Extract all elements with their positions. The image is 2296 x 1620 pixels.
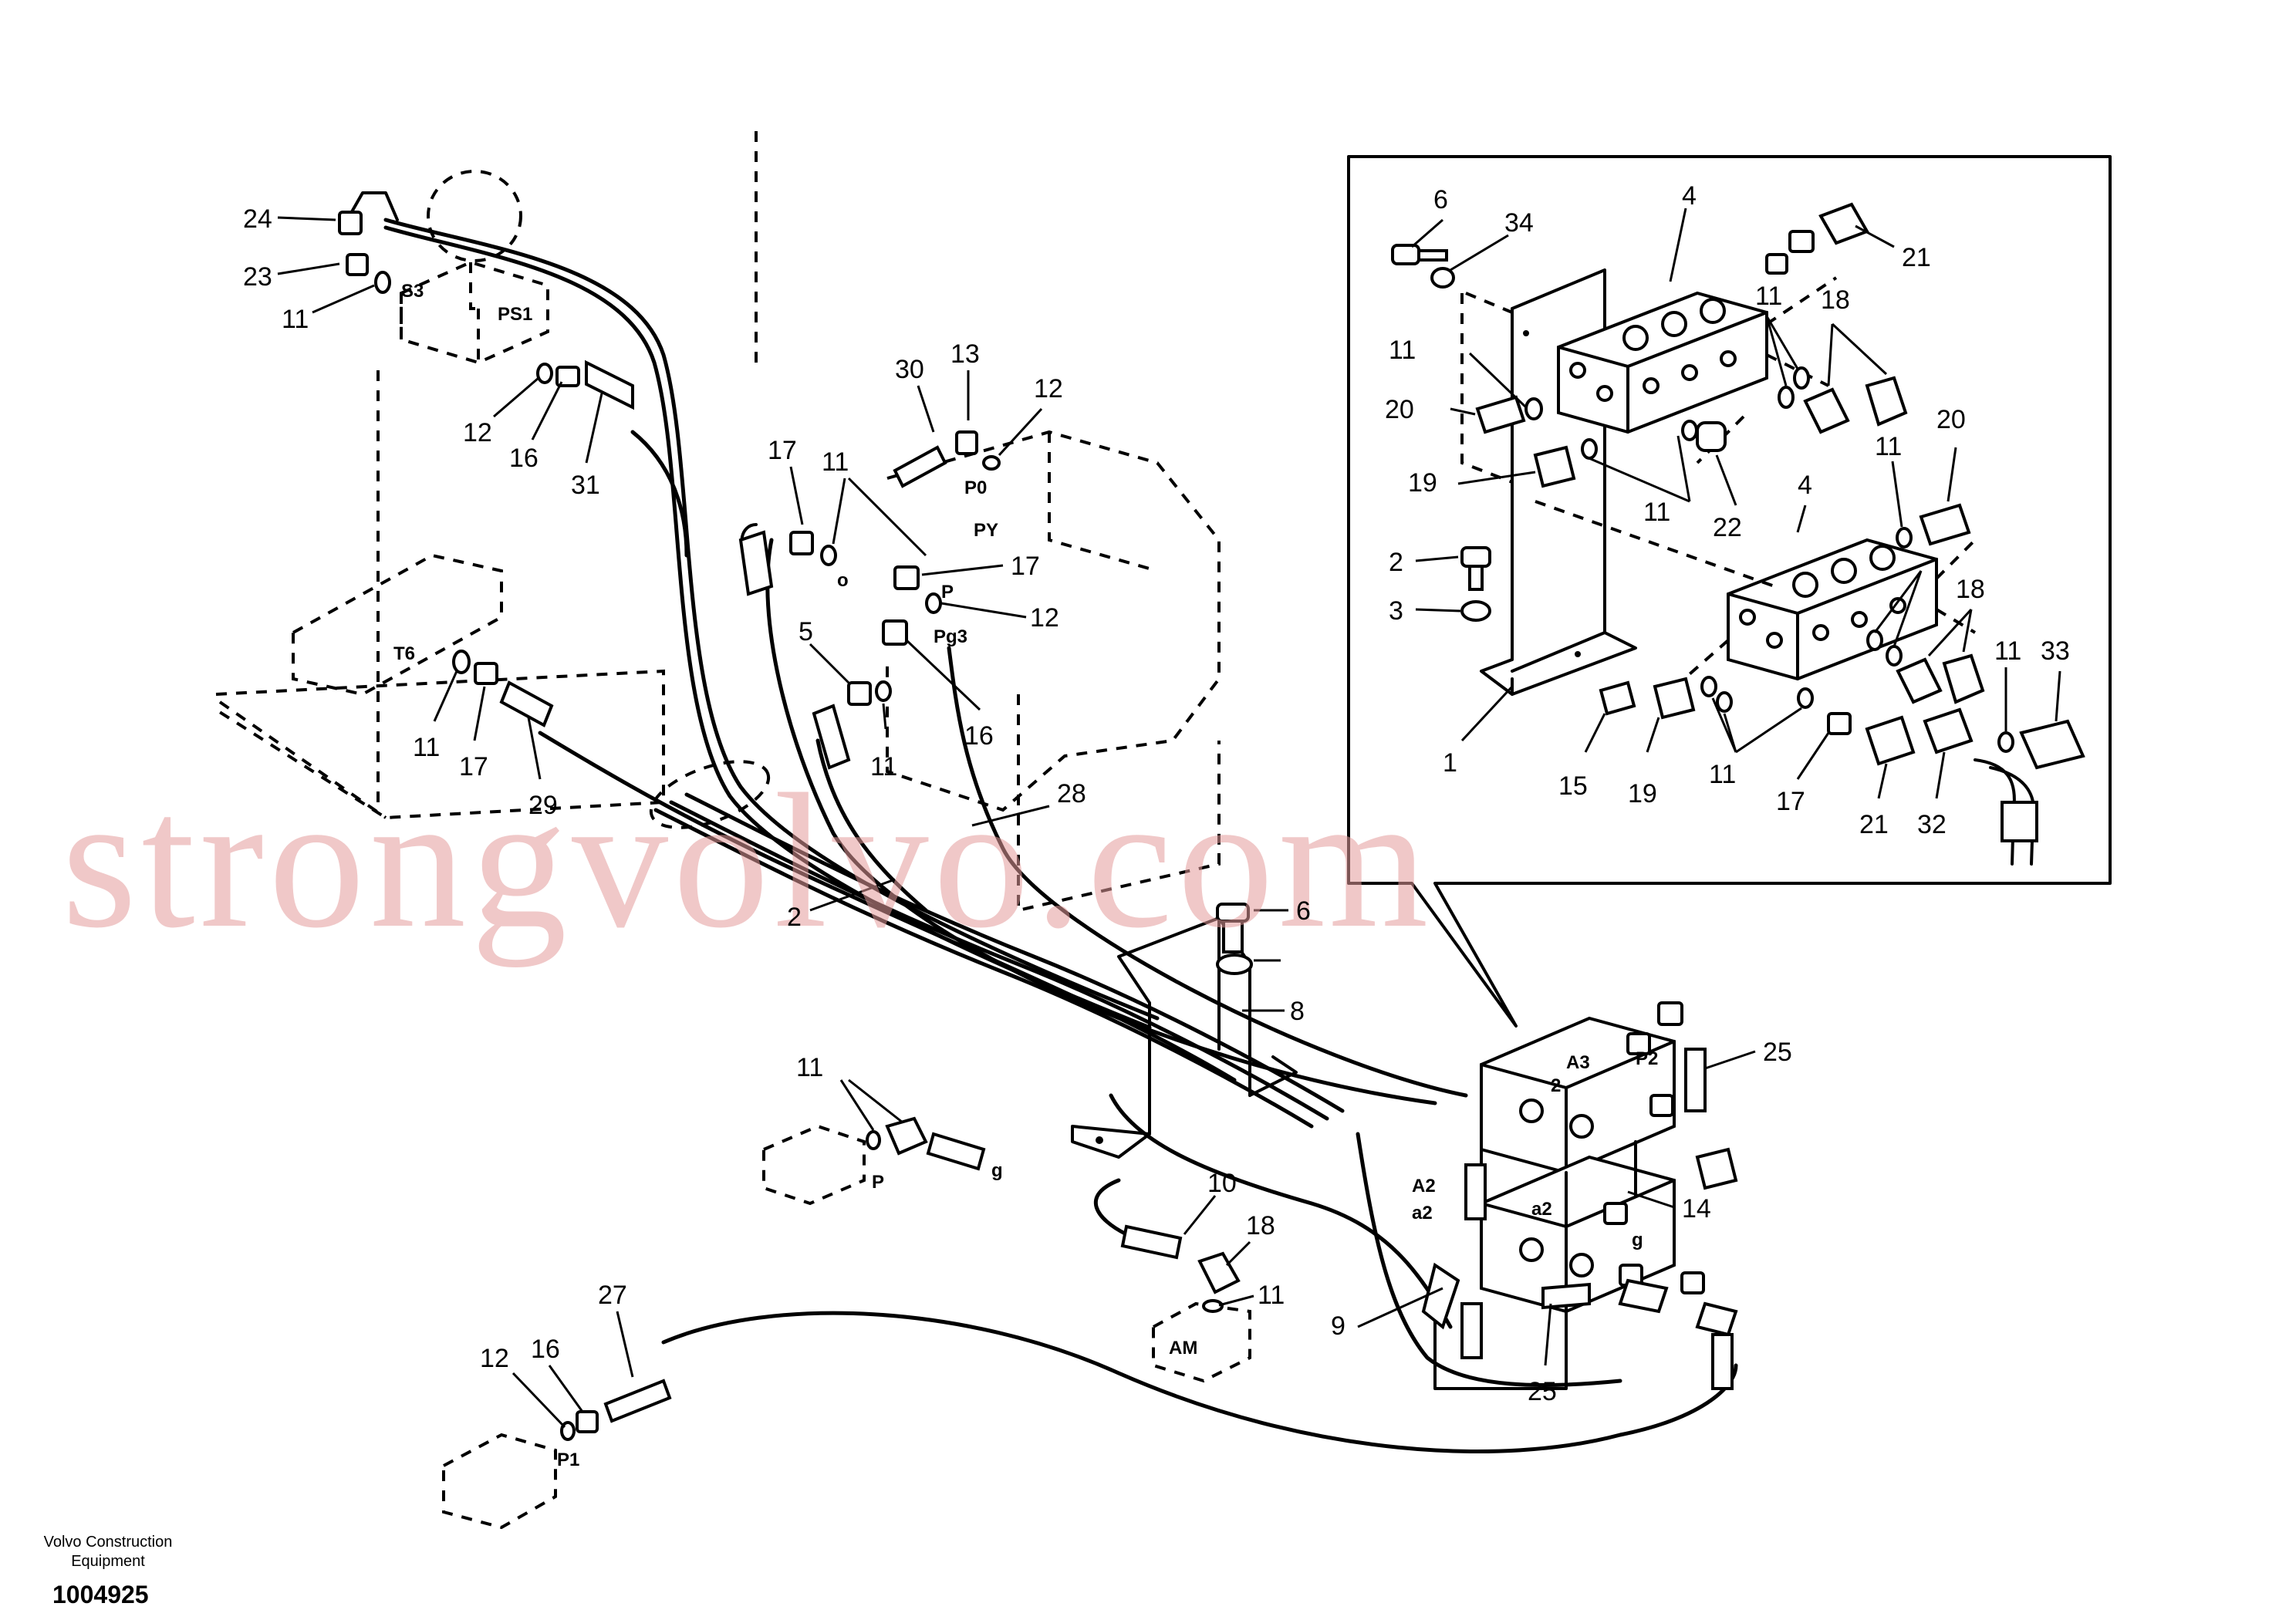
inset-callout-11: 11	[1643, 498, 1670, 527]
inset-callout-21: 21	[1859, 810, 1889, 839]
callout-25: 25	[1528, 1377, 1557, 1406]
port-labels: S3 PS1 P0 PY o P Pg3 T6 P g AM P1 A2 a2 …	[393, 281, 1658, 1470]
company-name-line1: Volvo Construction	[44, 1534, 173, 1551]
callout-12: 12	[463, 418, 492, 447]
inset-callout-4: 4	[1798, 471, 1812, 500]
callout-11: 11	[1258, 1281, 1285, 1310]
callout-11: 11	[870, 752, 897, 781]
inset-callout-11: 11	[1389, 336, 1416, 365]
callout-31: 31	[571, 471, 600, 500]
callout-16: 16	[531, 1335, 560, 1364]
port-o: o	[837, 570, 849, 591]
inset-callout-6: 6	[1433, 185, 1448, 214]
port-s3: S3	[401, 281, 424, 302]
callout-12: 12	[480, 1344, 509, 1373]
leader-lines	[277, 208, 2061, 1429]
callout-5: 5	[799, 617, 813, 646]
inset-callout-32: 32	[1917, 810, 1947, 839]
callout-18: 18	[1246, 1211, 1275, 1240]
callout-23: 23	[243, 262, 272, 292]
inset-callout-11: 11	[1994, 636, 2021, 666]
port-a2-lower-left: a2	[1412, 1203, 1433, 1223]
callout-25: 25	[1763, 1038, 1792, 1067]
port-2: 2	[1551, 1075, 1561, 1096]
inset-callout-21: 21	[1902, 243, 1931, 272]
bolt-6-main	[1216, 903, 1253, 975]
inset-callout-3: 3	[1389, 596, 1403, 626]
port-g-right: g	[1632, 1230, 1643, 1250]
callout-12: 12	[1030, 603, 1059, 633]
callout-27: 27	[598, 1281, 627, 1310]
callout-11: 11	[413, 733, 440, 762]
callout-11: 11	[822, 447, 849, 477]
hoses	[383, 218, 1738, 1453]
callout-17: 17	[1011, 552, 1040, 581]
port-ps1: PS1	[498, 304, 532, 325]
drawing-number: 1004925	[52, 1581, 149, 1608]
inset-callout-18: 18	[1956, 575, 1985, 604]
inset-callout-20: 20	[1385, 395, 1414, 424]
port-py: PY	[974, 520, 998, 541]
inset-callout-15: 15	[1558, 771, 1588, 801]
company-name-line2: Equipment	[71, 1553, 145, 1570]
callout-29: 29	[528, 791, 558, 820]
inset-callout-22: 22	[1713, 513, 1742, 542]
callout-16: 16	[509, 444, 539, 473]
inset-callout-20: 20	[1936, 405, 1966, 434]
detail-inset	[1347, 155, 2112, 1028]
callout-16: 16	[964, 721, 994, 751]
port-p0: P0	[964, 478, 987, 498]
inset-callouts: 6 34 4 21 11 11 18 20 19 11 22 2 3 1 4 1…	[1385, 181, 2070, 839]
port-a2-block: a2	[1531, 1199, 1552, 1220]
port-a2: A2	[1412, 1176, 1436, 1196]
callout-17: 17	[768, 436, 797, 465]
callout-13: 13	[950, 339, 980, 369]
callout-2: 2	[787, 903, 802, 932]
callout-12: 12	[1034, 374, 1063, 403]
inset-callout-18: 18	[1821, 285, 1850, 315]
port-pg3: Pg3	[934, 626, 967, 647]
remote-valve-blocks	[1421, 1001, 1738, 1390]
footer: Volvo Construction Equipment 1004925	[44, 1534, 173, 1608]
callout-17: 17	[459, 752, 488, 781]
inset-callout-17: 17	[1776, 787, 1805, 816]
callout-14: 14	[1682, 1194, 1711, 1223]
port-p1: P1	[557, 1450, 579, 1470]
callout-11: 11	[796, 1053, 823, 1082]
inset-callout-4: 4	[1682, 181, 1697, 211]
callout-9: 9	[1331, 1311, 1346, 1341]
inset-callout-2: 2	[1389, 548, 1403, 577]
port-t6: T6	[393, 643, 415, 664]
port-p-main-valve: P	[941, 582, 954, 602]
inset-callout-11: 11	[1755, 282, 1782, 311]
inset-callout-19: 19	[1408, 468, 1437, 498]
machine-outlines	[214, 131, 1251, 1530]
callout-30: 30	[895, 355, 924, 384]
port-p: P	[872, 1172, 884, 1193]
inset-callout-1: 1	[1443, 748, 1457, 778]
callout-8: 8	[1290, 997, 1305, 1026]
port-g-left: g	[991, 1160, 1003, 1181]
callout-6: 6	[1296, 896, 1311, 926]
inset-callout-34: 34	[1504, 208, 1534, 238]
inset-callout-11: 11	[1875, 432, 1902, 461]
callout-28: 28	[1057, 779, 1086, 808]
callout-11: 11	[282, 305, 309, 334]
inset-callout-33: 33	[2041, 636, 2070, 666]
inset-callout-19: 19	[1628, 779, 1657, 808]
main-fittings	[338, 191, 1241, 1441]
port-am: AM	[1169, 1338, 1197, 1358]
main-callouts: 24 23 11 12 16 31 30 13 12 17 11 17 12 5…	[243, 204, 1792, 1406]
callout-24: 24	[243, 204, 272, 234]
port-p2: P2	[1636, 1048, 1658, 1069]
port-a3: A3	[1566, 1052, 1590, 1073]
callout-10: 10	[1207, 1169, 1237, 1198]
inset-callout-11: 11	[1709, 760, 1736, 789]
watermark: strongvolvo.com	[62, 754, 1433, 968]
